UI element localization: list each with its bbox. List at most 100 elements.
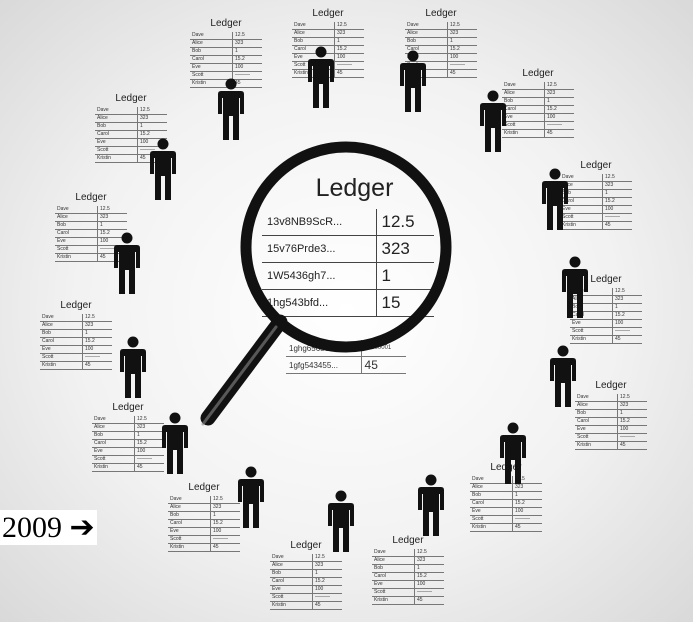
- ledger-title: Ledger: [595, 380, 627, 391]
- value-cell: 15.2: [612, 311, 642, 320]
- value-cell: 15.2: [312, 577, 342, 586]
- value-cell: 15.2: [512, 499, 542, 508]
- name-cell: Eve: [190, 63, 233, 72]
- value-cell: 45: [414, 596, 444, 605]
- year-label: 2009 ➔: [0, 510, 97, 545]
- value-cell: 100: [512, 507, 542, 516]
- name-cell: Bob: [570, 303, 613, 312]
- name-cell: Carol: [92, 439, 135, 448]
- ledger-table: Dave12.5Alice323Bob1Carol15.2Eve100Scott…: [560, 174, 632, 230]
- value-cell: 323: [82, 321, 112, 330]
- table-row: 1gfg543455... 45: [286, 356, 406, 374]
- name-cell: Eve: [95, 138, 138, 147]
- value-cell: 323: [137, 114, 167, 123]
- name-cell: Dave: [292, 22, 335, 30]
- person-icon: [150, 138, 176, 200]
- value-cell: 323: [232, 39, 262, 48]
- name-cell: Eve: [270, 585, 313, 594]
- value-cell: 45: [617, 441, 647, 450]
- value-cell: 100: [617, 425, 647, 434]
- name-cell: Carol: [190, 55, 233, 64]
- value-cell: ———: [612, 327, 642, 336]
- value-cell: 1: [375, 262, 434, 290]
- table-row: Scott———: [40, 353, 112, 362]
- value-cell: ———: [414, 588, 444, 597]
- name-cell: Scott: [502, 121, 545, 130]
- value-cell: 12.5: [137, 107, 167, 115]
- ledger-title: Ledger: [115, 93, 147, 104]
- value-cell: 15.2: [447, 45, 477, 54]
- value-cell: 1: [137, 122, 167, 131]
- value-cell: 1: [312, 569, 342, 578]
- name-cell: Kristin: [40, 361, 83, 370]
- ledger-rows-below-lens: 1ghg65656... 00000001 1gfg543455... 45: [286, 340, 406, 374]
- name-cell: Alice: [55, 213, 98, 222]
- value-cell: 15.2: [97, 229, 127, 238]
- person-icon: [162, 412, 188, 474]
- value-cell: 100: [134, 447, 164, 456]
- address-cell: 1W5436gh7...: [262, 262, 376, 290]
- name-cell: Kristin: [560, 221, 603, 230]
- name-cell: Eve: [570, 319, 613, 328]
- value-cell: 45: [612, 335, 642, 344]
- ledger-title: Ledger: [590, 274, 622, 285]
- value-cell: 100: [210, 527, 240, 536]
- value-cell: 15.2: [210, 519, 240, 528]
- person-icon: [238, 466, 264, 528]
- value-cell: 15.2: [617, 417, 647, 426]
- value-cell: ———: [232, 71, 262, 80]
- value-cell: 12.5: [447, 22, 477, 30]
- name-cell: Scott: [270, 593, 313, 602]
- person-icon: [418, 474, 444, 536]
- address-cell: 1hg543bfd...: [262, 289, 376, 317]
- name-cell: Eve: [470, 507, 513, 516]
- value-cell: 45: [82, 361, 112, 370]
- name-cell: Carol: [55, 229, 98, 238]
- person-icon: [562, 256, 588, 318]
- ledger-title: Ledger: [392, 535, 424, 546]
- value-cell: 323: [617, 401, 647, 410]
- person-icon: [400, 50, 426, 112]
- value-cell: 1: [97, 221, 127, 230]
- table-row: Scott———: [502, 121, 574, 130]
- value-cell: 15.2: [602, 197, 632, 206]
- ledger-table: Dave12.5Alice323Bob1Carol15.2Eve100Scott…: [405, 22, 477, 78]
- name-cell: Alice: [502, 89, 545, 98]
- name-cell: Kristin: [372, 596, 415, 605]
- name-cell: Kristin: [92, 463, 135, 472]
- value-cell: 45: [312, 601, 342, 610]
- value-cell: 323: [375, 235, 434, 263]
- name-cell: Dave: [372, 549, 415, 557]
- name-cell: Dave: [405, 22, 448, 30]
- name-cell: Bob: [95, 122, 138, 131]
- ledger-title: Ledger: [210, 18, 242, 29]
